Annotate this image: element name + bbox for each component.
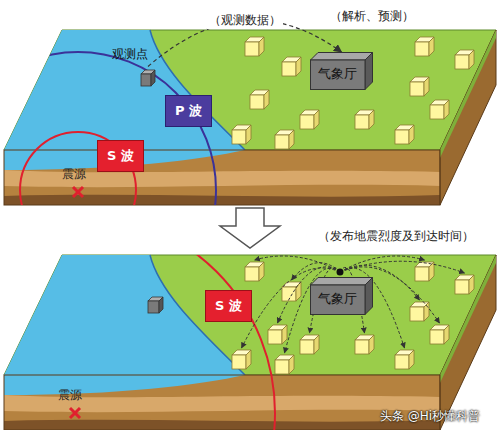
edge-label: （观测数据） bbox=[207, 12, 283, 29]
watermark: 头条 @Hi秒懂科普 bbox=[380, 408, 480, 425]
houses bbox=[232, 262, 474, 374]
house bbox=[355, 335, 374, 354]
s-wave-box: S 波 bbox=[205, 290, 252, 322]
house bbox=[395, 125, 414, 144]
s-wave-box: S 波 bbox=[97, 140, 144, 172]
alert-arrow bbox=[340, 256, 425, 272]
house bbox=[430, 100, 449, 119]
agency-building: 气象厅 bbox=[310, 52, 373, 90]
hypocenter-mark bbox=[70, 408, 80, 418]
node-text: S 波 bbox=[215, 297, 242, 315]
station-device bbox=[140, 69, 156, 87]
ground-block bbox=[4, 30, 496, 205]
house bbox=[430, 325, 449, 344]
house bbox=[415, 37, 434, 56]
house bbox=[410, 77, 429, 96]
node-text: 气象厅 bbox=[318, 65, 357, 83]
house bbox=[268, 325, 287, 344]
node-text: S 波 bbox=[107, 147, 134, 165]
hypocenter-mark bbox=[73, 187, 83, 197]
house bbox=[245, 37, 264, 56]
alert-arrows bbox=[242, 256, 465, 353]
house bbox=[395, 350, 414, 369]
house bbox=[275, 355, 294, 374]
house bbox=[300, 335, 319, 354]
agency-building: 气象厅 bbox=[310, 277, 373, 315]
node-text: P 波 bbox=[175, 102, 202, 120]
house bbox=[275, 130, 294, 149]
house bbox=[300, 110, 319, 129]
hypocenter-label: 震源 bbox=[58, 387, 82, 404]
house bbox=[245, 262, 264, 281]
p-wave-box: P 波 bbox=[165, 95, 212, 127]
s-wave-front bbox=[20, 132, 136, 248]
down-arrow bbox=[220, 208, 280, 248]
house bbox=[355, 110, 374, 129]
house bbox=[455, 50, 474, 69]
node-text: 气象厅 bbox=[318, 290, 357, 308]
observation-station: 观测点 bbox=[112, 46, 148, 87]
hypocenter-label: 震源 bbox=[62, 166, 86, 183]
house bbox=[415, 262, 434, 281]
ground-block bbox=[4, 255, 496, 430]
broadcast-dot bbox=[337, 269, 344, 276]
bottom-panel bbox=[0, 213, 496, 430]
house bbox=[282, 57, 301, 76]
alert-arrow bbox=[340, 261, 465, 273]
house bbox=[410, 302, 429, 321]
node-text: 观测点 bbox=[112, 46, 148, 63]
house bbox=[232, 350, 251, 369]
house bbox=[250, 90, 269, 109]
annotation: （解析、预测） bbox=[330, 8, 414, 25]
house bbox=[232, 125, 251, 144]
annotation: （发布地震烈度及到达时间） bbox=[318, 228, 474, 245]
houses bbox=[232, 37, 474, 149]
station-device bbox=[148, 297, 163, 313]
house bbox=[455, 275, 474, 294]
s-wave-front bbox=[0, 213, 275, 430]
